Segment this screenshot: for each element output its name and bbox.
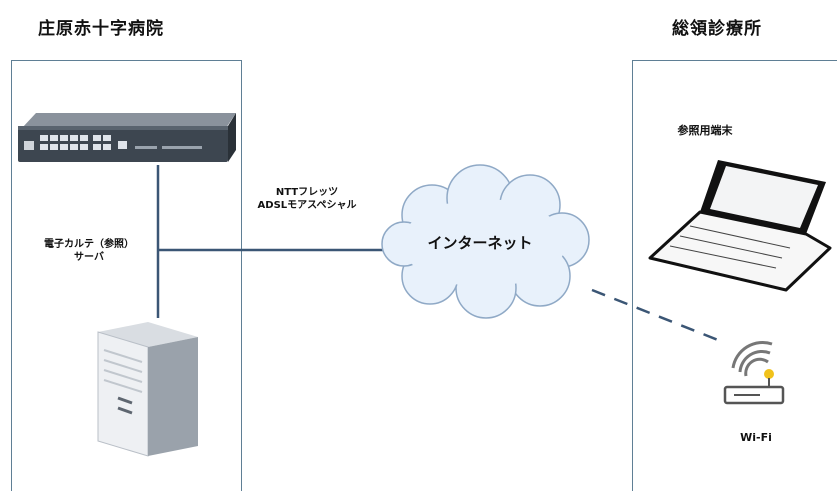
cloud-icon — [381, 164, 590, 319]
wifi-router-icon — [723, 341, 785, 405]
network-switch-icon — [18, 113, 236, 162]
hospital-title: 庄原赤十字病院 — [38, 19, 164, 39]
clinic-title: 総領診療所 — [672, 19, 762, 39]
line-type-label: NTTフレッツ ADSLモアスペシャル — [252, 186, 362, 212]
reference-terminal-label: 参照用端末 — [677, 124, 733, 137]
internet-label: インターネット — [427, 234, 533, 252]
wifi-label: Wi-Fi — [740, 431, 772, 444]
laptop-icon — [648, 160, 832, 292]
tower-server-icon — [97, 322, 198, 457]
line-type-label-line1: NTTフレッツ — [275, 187, 339, 198]
emr-server-label: 電子カルテ（参照） サーバ — [14, 238, 164, 264]
wifi-dashed-link — [591, 288, 719, 342]
line-type-label-line2: ADSLモアスペシャル — [257, 200, 357, 211]
clinic-frame — [632, 60, 837, 491]
emr-server-label-line2: サーバ — [74, 252, 104, 263]
connection-lines — [156, 165, 719, 342]
emr-server-label-line1: 電子カルテ（参照） — [44, 239, 134, 250]
hospital-frame — [11, 60, 242, 491]
